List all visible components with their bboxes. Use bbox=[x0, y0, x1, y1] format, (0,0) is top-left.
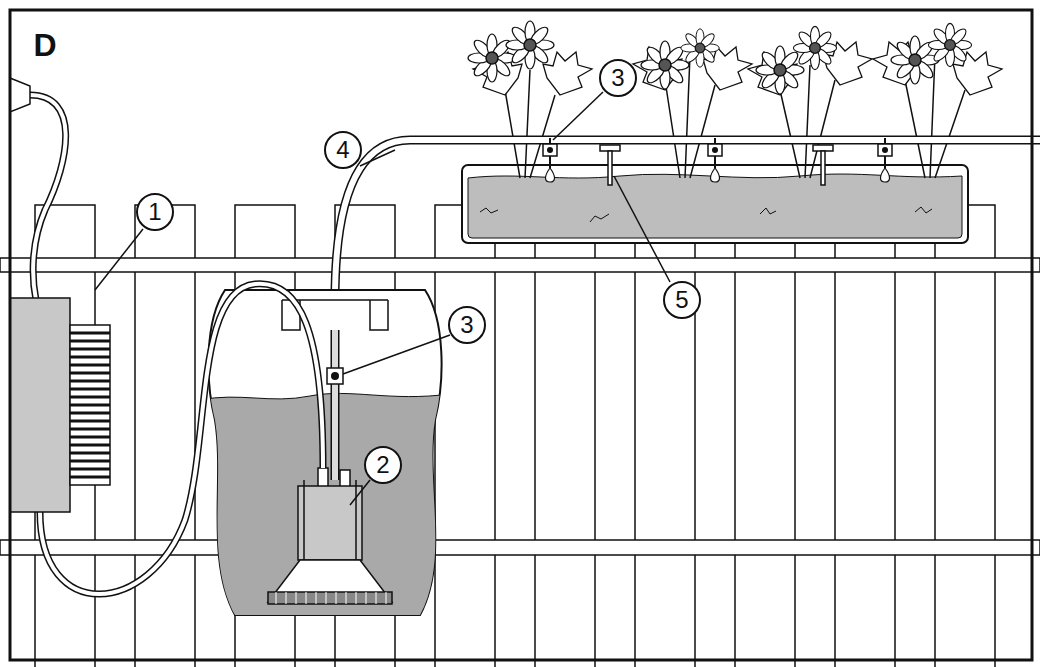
fence-picket bbox=[435, 205, 495, 667]
fin-lines bbox=[70, 333, 110, 477]
leader-line bbox=[553, 92, 603, 140]
leader-line bbox=[343, 335, 450, 374]
riser-tube bbox=[332, 330, 338, 480]
cooling-fins bbox=[70, 325, 110, 485]
callout-number: 3 bbox=[599, 59, 637, 97]
leader-line bbox=[360, 150, 395, 166]
hose bbox=[335, 140, 1040, 480]
callout-number: 4 bbox=[324, 131, 362, 169]
callout-number: 5 bbox=[663, 281, 701, 319]
fence-picket bbox=[935, 205, 995, 667]
pump-controller bbox=[10, 298, 110, 512]
pump-cable bbox=[40, 284, 323, 594]
frame bbox=[10, 10, 1032, 660]
callout-number: 1 bbox=[136, 193, 174, 231]
valve-knob bbox=[331, 372, 339, 380]
leader-line bbox=[614, 176, 670, 282]
soil bbox=[468, 174, 962, 238]
pump-fitting bbox=[318, 468, 328, 488]
pump-body bbox=[298, 486, 362, 560]
fence-picket bbox=[135, 205, 195, 667]
power-cable-outline bbox=[30, 95, 66, 300]
valve-body bbox=[327, 368, 343, 384]
leader-lines bbox=[95, 92, 670, 505]
power-plug bbox=[10, 78, 30, 112]
leader-line bbox=[350, 480, 370, 505]
submersible-pump bbox=[268, 468, 392, 604]
power-cable bbox=[30, 95, 66, 300]
leader-line bbox=[95, 229, 143, 290]
fence-picket bbox=[735, 205, 795, 667]
fence-picket bbox=[635, 205, 695, 667]
fence-picket bbox=[835, 205, 895, 667]
riser-outline bbox=[331, 330, 340, 480]
fence-picket bbox=[535, 205, 595, 667]
callout-number: 2 bbox=[364, 446, 402, 484]
callout-number: 3 bbox=[448, 306, 486, 344]
fence-rail bbox=[0, 258, 1040, 272]
valve bbox=[327, 368, 343, 384]
hose-outline bbox=[335, 140, 1040, 480]
panel-letter: D bbox=[25, 25, 65, 65]
pump-grille bbox=[268, 592, 392, 604]
fence bbox=[0, 205, 1040, 667]
grille-slots bbox=[276, 592, 386, 604]
controller-housing bbox=[10, 298, 70, 512]
fence-rail bbox=[0, 540, 1040, 555]
pump-cable-outline bbox=[40, 284, 323, 594]
plug-body bbox=[10, 78, 30, 112]
roots bbox=[480, 207, 932, 222]
